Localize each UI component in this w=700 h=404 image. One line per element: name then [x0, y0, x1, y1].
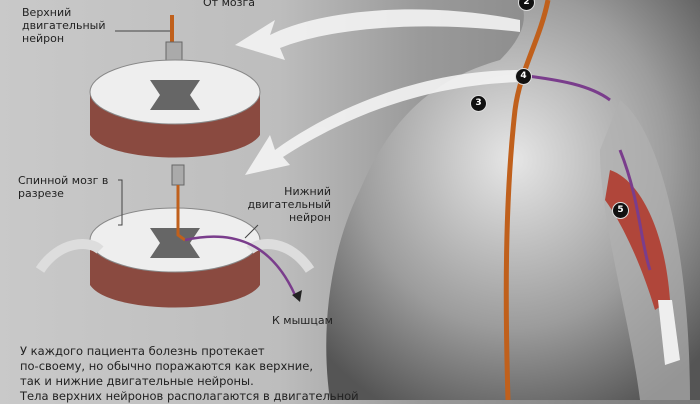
spinal-cord-upper	[89, 15, 261, 158]
marker-5: 5	[612, 202, 629, 219]
arrows	[235, 9, 520, 175]
marker-3: 3	[470, 95, 487, 112]
label-spinal-cord-section: Спинной мозг в разрезе	[18, 174, 109, 200]
marker-4: 4	[515, 68, 532, 85]
spinal-cord-lower	[35, 164, 315, 308]
leader-lines	[115, 30, 259, 239]
human-figure	[326, 0, 700, 400]
caption-line: по-своему, но обычно поражаются как верх…	[20, 359, 313, 373]
label-upper-neuron: Верхний двигательный нейрон	[22, 6, 106, 45]
label-from-brain: От мозга	[203, 0, 255, 9]
label-lower-neuron: Нижний двигательный нейрон	[247, 185, 331, 224]
caption-line: Тела верхних нейронов располагаются в дв…	[20, 389, 359, 403]
label-to-muscles: К мышцам	[272, 314, 333, 327]
caption-line: У каждого пациента болезнь протекает	[20, 344, 265, 358]
caption-line: так и нижние двигательные нейроны.	[20, 374, 254, 388]
caption: У каждого пациента болезнь протекает по-…	[20, 344, 400, 404]
